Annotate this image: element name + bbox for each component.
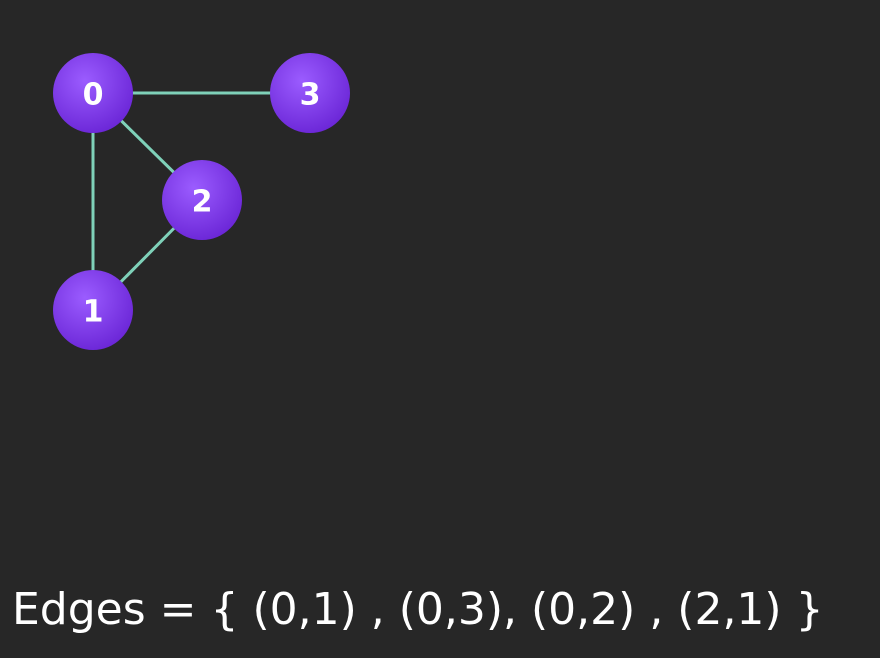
node-2-circle xyxy=(162,160,242,240)
node-3: 3 xyxy=(270,53,350,133)
node-0: 0 xyxy=(53,53,133,133)
node-1-circle xyxy=(53,270,133,350)
node-2-label: 2 xyxy=(192,185,213,220)
node-2: 2 xyxy=(162,160,242,240)
node-1: 1 xyxy=(53,270,133,350)
node-3-label: 3 xyxy=(300,78,321,113)
edges-caption: Edges = { (0,1) , (0,3), (0,2) , (2,1) } xyxy=(12,584,824,635)
node-0-circle xyxy=(53,53,133,133)
node-0-label: 0 xyxy=(83,78,104,113)
nodes-layer: 0 3 2 1 xyxy=(53,53,350,350)
node-1-label: 1 xyxy=(83,295,104,330)
node-3-circle xyxy=(270,53,350,133)
